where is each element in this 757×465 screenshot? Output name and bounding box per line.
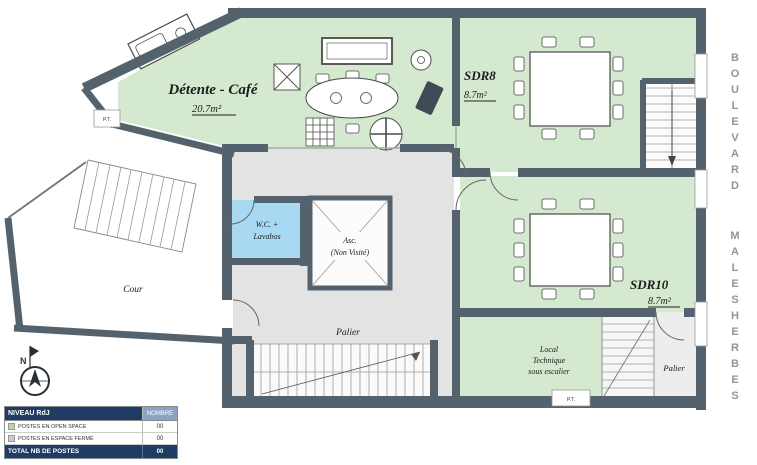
legend-row-espace-ferme: POSTES EN ESPACE FERMÉ 00 <box>5 433 177 445</box>
north-label: N <box>20 356 27 366</box>
label-detente-area: 20.7m² <box>192 104 222 115</box>
stairs-courtyard <box>73 159 197 253</box>
walls <box>4 7 706 410</box>
chairs <box>513 36 624 140</box>
room-wc <box>230 200 304 260</box>
legend-row-value: 00 <box>142 421 177 432</box>
wall-top <box>228 8 706 18</box>
legend-total-row: TOTAL NB DE POSTES 00 <box>5 445 177 458</box>
conference-table <box>529 51 611 127</box>
elevator-shaft <box>307 195 393 291</box>
label-local-technique-2: Technique <box>533 356 566 365</box>
pt-box-annex <box>93 109 121 128</box>
label-palier-right: Palier <box>662 363 685 373</box>
street-name-boulevard: BOULEVARD <box>729 52 741 196</box>
courtyard-railing <box>7 161 87 219</box>
label-wc-1: W.C. + <box>256 220 279 229</box>
detente-furniture <box>127 13 444 151</box>
stair-direction-arrow <box>668 156 676 166</box>
open-space-swatch <box>8 423 15 430</box>
door-swings <box>229 149 685 341</box>
label-sdr10: SDR10 <box>630 277 669 292</box>
dark-cabinet <box>415 81 444 115</box>
compass-flag <box>30 346 39 357</box>
sdr10-furniture <box>513 198 624 300</box>
legend-row-value: 00 <box>142 433 177 444</box>
door-sdr-divider <box>489 171 519 201</box>
label-local-technique-3: sous escalier <box>528 367 570 376</box>
legend-title: NIVEAU RdJ <box>5 407 142 420</box>
room-local-technique <box>460 312 602 400</box>
label-pt-bottom: P.T. <box>567 397 575 403</box>
round-cross-table <box>369 117 403 151</box>
legend-row-open-space: POSTES EN OPEN SPACE 00 <box>5 421 177 433</box>
wall-bottom <box>224 396 706 408</box>
label-asc-2: (Non Visité) <box>331 248 370 257</box>
label-asc-1: Asc. <box>342 236 357 245</box>
legend-row-label: POSTES EN OPEN SPACE <box>18 423 87 430</box>
stairs-right <box>646 80 698 172</box>
label-sdr8-area: 8.7m² <box>464 90 488 101</box>
wall-left-main <box>222 144 232 408</box>
label-cour: Cour <box>123 285 143 295</box>
legend-total-label: TOTAL NB DE POSTES <box>8 448 80 455</box>
sdr8-furniture <box>513 36 624 140</box>
stair-direction-arrow <box>411 352 420 361</box>
door-detente <box>439 149 467 177</box>
chairs <box>513 198 624 300</box>
pt-box-bottom <box>551 389 591 407</box>
espace-ferme-swatch <box>8 435 15 442</box>
north-compass: N <box>20 346 50 396</box>
door-palier-right <box>655 311 685 341</box>
conference-table <box>529 213 611 287</box>
door-courtyard <box>232 299 260 327</box>
room-palier-right <box>654 312 698 400</box>
windows <box>93 53 708 407</box>
legend-col-header: NOMBRE <box>142 407 177 420</box>
checkered-table <box>305 117 335 147</box>
legend-row-label: POSTES EN ESPACE FERMÉ <box>18 435 94 442</box>
legend-header-row: NIVEAU RdJ NOMBRE <box>5 407 177 421</box>
wall-courtyard-left <box>4 217 24 331</box>
label-local-technique-1: Local <box>539 345 559 354</box>
door-wc <box>229 199 255 225</box>
compass-needle <box>29 369 41 387</box>
square-table-x <box>273 63 301 91</box>
room-labels: Détente - Café 20.7m² SDR8 8.7m² SDR10 8… <box>103 68 685 403</box>
street-name-malesherbes: MALESHERBES <box>729 230 741 406</box>
round-side-table <box>410 49 432 71</box>
label-sdr10-area: 8.7m² <box>648 296 672 307</box>
legend-total-value: 00 <box>142 445 177 458</box>
wall-right <box>696 8 706 410</box>
stairs-hatched-local-technique <box>601 315 655 401</box>
legend-table: NIVEAU RdJ NOMBRE POSTES EN OPEN SPACE 0… <box>4 406 178 459</box>
walls-diagonal <box>4 7 245 345</box>
label-sdr8: SDR8 <box>464 68 496 83</box>
wall-courtyard-bottom <box>13 324 235 345</box>
label-pt-annex: P.T. <box>103 117 111 123</box>
label-wc-2: Lavabos <box>252 232 280 241</box>
stairs-bottom <box>251 343 435 401</box>
door-sdr10 <box>455 179 487 211</box>
label-detente: Détente - Café <box>167 82 258 98</box>
label-palier-center: Palier <box>335 328 360 338</box>
